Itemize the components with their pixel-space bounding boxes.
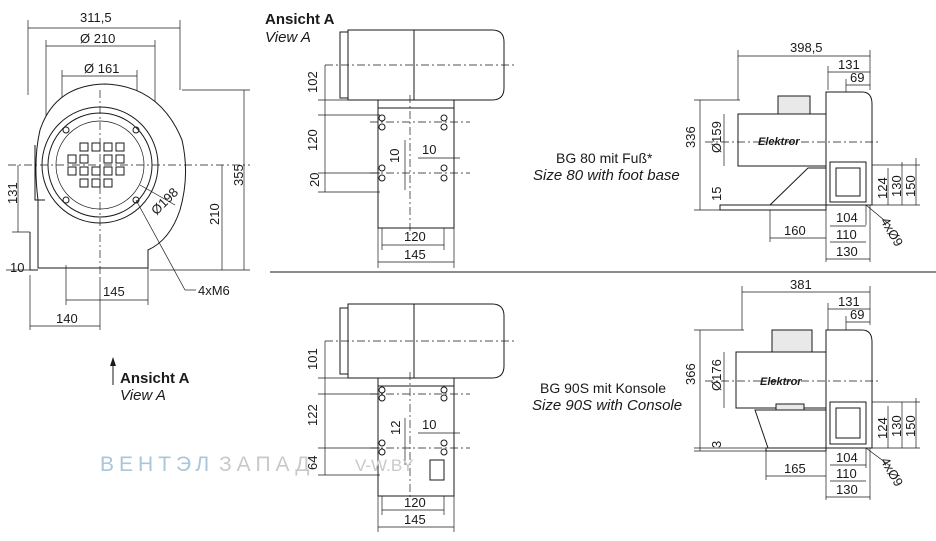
bg80-dim-131: 131	[838, 57, 860, 72]
bg80-dim-160: 160	[784, 223, 806, 238]
bg90-brand: Elektror	[760, 376, 802, 388]
view-a-arrow-subtitle: View A	[120, 387, 166, 404]
watermark-brand-blue: ВЕНТЭЛ	[100, 453, 214, 476]
bg90-dim-366: 366	[683, 363, 698, 385]
dim-210: 210	[207, 203, 222, 225]
bg90-dim-131: 131	[838, 294, 860, 309]
dim-12: 12	[388, 421, 403, 435]
bg90-dim-124: 124	[875, 417, 890, 439]
watermark-brand-grey: ЗАПАД	[219, 453, 314, 476]
dim-355: 355	[231, 164, 246, 186]
bg90-dim-130h: 130	[836, 482, 858, 497]
bg80-dim-398-5: 398,5	[790, 40, 823, 55]
dim-120-bottom: 120	[404, 495, 426, 510]
bg80-dim-104: 104	[836, 210, 858, 225]
view-a-bottom: 101 122 64 12 10 120 145	[305, 303, 515, 532]
bg80-side-view: BG 80 mit Fuß* Size 80 with foot base 39…	[533, 40, 920, 262]
bg80-dim-124: 124	[875, 177, 890, 199]
view-a-subtitle: View A	[265, 29, 311, 46]
dim-10-horizontal: 10	[422, 142, 436, 157]
bg90-dim-165: 165	[784, 461, 806, 476]
dim-64: 64	[305, 456, 320, 470]
dim-20: 20	[307, 173, 322, 187]
view-a-arrow-title: Ansicht A	[120, 370, 190, 387]
watermark-url: V-W.BY	[355, 456, 414, 475]
bg90-dim-d176: Ø176	[709, 359, 724, 391]
dim-102: 102	[305, 71, 320, 93]
bg80-dim-150: 150	[903, 175, 918, 197]
dim-10-bottom: 10	[422, 417, 436, 432]
bg90-dim-150: 150	[903, 415, 918, 437]
view-a-arrow: Ansicht A View A	[110, 357, 190, 404]
dim-120-vertical: 120	[305, 129, 320, 151]
view-a-title: Ansicht A	[265, 11, 335, 28]
dim-131: 131	[5, 182, 20, 204]
dim-145-top: 145	[404, 247, 426, 262]
dim-120-horizontal: 120	[404, 229, 426, 244]
dim-101: 101	[305, 348, 320, 370]
bg80-dim-15: 15	[709, 187, 724, 201]
bg80-dim-69: 69	[850, 70, 864, 85]
bg90-side-view: BG 90S mit Konsole Size 90S with Console…	[532, 277, 920, 500]
watermark: ВЕНТЭЛ ЗАПАД V-W.BY	[100, 453, 414, 476]
bg90-dim-holes: 4xØ9	[878, 455, 907, 489]
dim-10: 10	[10, 260, 24, 275]
bg90-title: BG 90S mit Konsole	[540, 380, 666, 396]
dim-145-bottom: 145	[404, 512, 426, 527]
dim-d161: Ø 161	[84, 61, 119, 76]
bg90-dim-104: 104	[836, 450, 858, 465]
bg80-title: BG 80 mit Fuß*	[556, 150, 653, 166]
bg90-subtitle: Size 90S with Console	[532, 397, 682, 414]
inlet-grille	[67, 142, 125, 188]
bg80-dim-holes: 4xØ9	[878, 215, 907, 249]
bg90-dim-130v: 130	[889, 415, 904, 437]
bg80-dim-d159: Ø159	[709, 121, 724, 153]
bg80-dim-130h: 130	[836, 244, 858, 259]
bg90-dim-3: 3	[709, 441, 724, 448]
bg90-dim-110: 110	[836, 466, 857, 481]
dim-10-slot: 10	[387, 149, 402, 163]
bg90-dim-381: 381	[790, 277, 812, 292]
dim-311-5: 311,5	[80, 10, 112, 25]
dim-145: 145	[103, 284, 125, 299]
bg80-dim-336: 336	[683, 126, 698, 148]
bg80-dim-130v: 130	[889, 175, 904, 197]
bg80-subtitle: Size 80 with foot base	[533, 167, 680, 184]
dim-d210: Ø 210	[80, 31, 115, 46]
screw-note: 4xM6	[198, 283, 230, 298]
bg80-brand: Elektror	[758, 136, 800, 148]
front-view: 311,5 Ø 210 Ø 161	[5, 10, 250, 330]
dim-122: 122	[305, 404, 320, 426]
bg80-dim-110: 110	[836, 227, 857, 242]
view-a-top: Ansicht A View A 102 120 20 10 10	[265, 11, 515, 268]
dim-140: 140	[56, 311, 78, 326]
bg90-dim-69: 69	[850, 307, 864, 322]
